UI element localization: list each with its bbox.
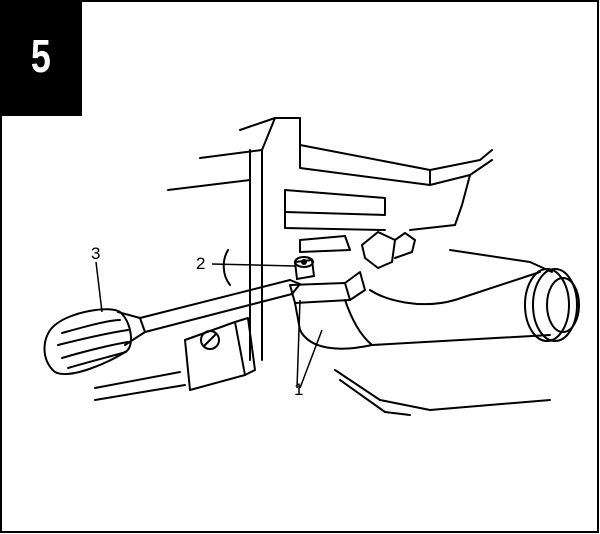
callout-3: 3 [91, 244, 101, 263]
screwdriver-icon [43, 279, 301, 375]
screw-icon [293, 256, 316, 281]
callout-2: 2 [196, 254, 206, 273]
callout-1: 1 [294, 380, 304, 399]
step-number: 5 [31, 30, 51, 82]
callout-leaders [95, 261, 323, 389]
step-number-badge: 5 [0, 0, 82, 116]
machine-body [94, 117, 580, 416]
